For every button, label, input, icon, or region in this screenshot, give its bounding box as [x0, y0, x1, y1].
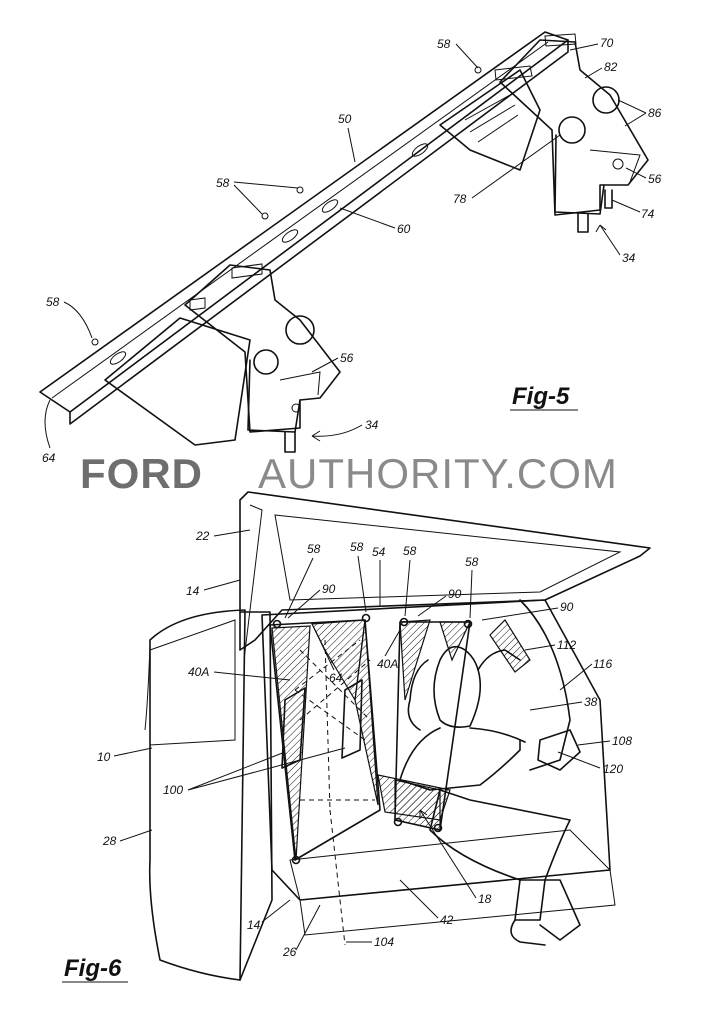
fig6-label-28: 28 — [102, 834, 117, 848]
fig5-label-34b: 34 — [365, 418, 379, 432]
fig6-label-54: 54 — [372, 545, 386, 559]
fig6-label-40A: 40A — [188, 665, 209, 679]
fig5-label-82: 82 — [604, 60, 618, 74]
fig6-label-42: 42 — [440, 913, 454, 927]
watermark: FORD AUTHORITY.COM — [80, 450, 618, 497]
fig5-label-74: 74 — [641, 207, 655, 221]
fig6-label-64: 64 — [329, 671, 343, 685]
fig6-label-90a: 90 — [322, 582, 336, 596]
fig5-label-58c: 58 — [46, 295, 60, 309]
fig5-label-86: 86 — [648, 106, 662, 120]
fig6-label-10: 10 — [97, 750, 111, 764]
fig6-label-90b: 90 — [448, 587, 462, 601]
watermark-domain: AUTHORITY.COM — [258, 450, 618, 497]
fig6-label-14: 14 — [186, 584, 200, 598]
fig6-label-120: 120 — [603, 762, 623, 776]
fig6-label-90c: 90 — [560, 600, 574, 614]
fig6-label-38: 38 — [584, 695, 598, 709]
fig6-label-116: 116 — [593, 657, 612, 671]
fig6-label-40Ab: 40A — [377, 657, 398, 671]
fig5-label-58: 58 — [437, 37, 451, 51]
fig6-label-14b: 14 — [247, 918, 261, 932]
fig6-label-18: 18 — [478, 892, 492, 906]
fig5-label-64: 64 — [42, 451, 56, 465]
fig5-label-34: 34 — [622, 251, 636, 265]
fig6-label-26: 26 — [282, 945, 297, 959]
fig6-drawing — [145, 492, 650, 980]
fig6-label-58c: 58 — [403, 544, 417, 558]
fig6-label-104: 104 — [374, 935, 394, 949]
fig6-label-58a: 58 — [307, 542, 321, 556]
fig5-label-50: 50 — [338, 112, 352, 126]
fig6-label-58d: 58 — [465, 555, 479, 569]
fig6-label-22: 22 — [195, 529, 210, 543]
fig6-label-100: 100 — [163, 783, 183, 797]
fig6-label-108: 108 — [612, 734, 632, 748]
fig5-label-58b: 58 — [216, 176, 230, 190]
watermark-brand: FORD — [80, 450, 203, 497]
fig5-title: Fig-5 — [512, 383, 570, 410]
fig5-label-70: 70 — [600, 36, 614, 50]
fig6-label-112: 112 — [557, 638, 576, 652]
fig6-title: Fig-6 — [64, 955, 122, 982]
fig5-label-56: 56 — [648, 172, 662, 186]
fig5-label-56b: 56 — [340, 351, 354, 365]
fig5-label-78: 78 — [453, 192, 467, 206]
fig6-label-58b: 58 — [350, 540, 364, 554]
fig5-label-60: 60 — [397, 222, 411, 236]
